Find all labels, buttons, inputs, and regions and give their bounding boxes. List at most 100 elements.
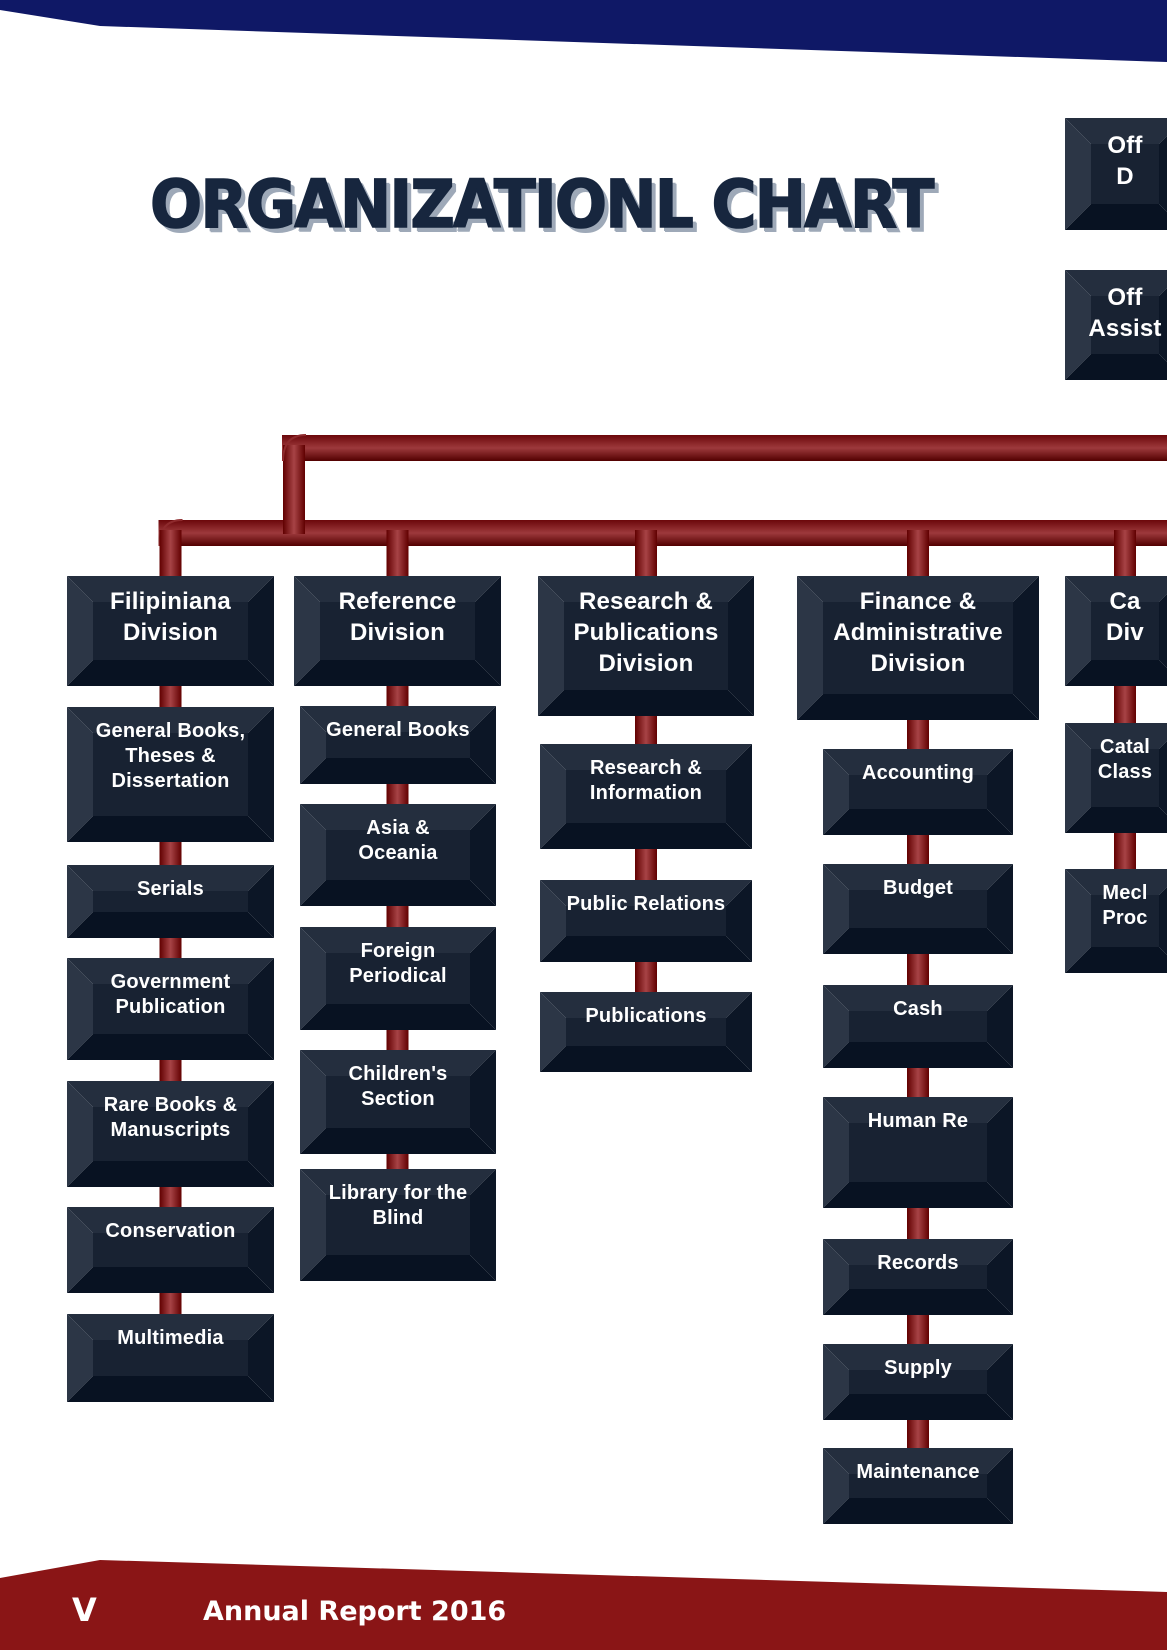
section-conservation-bottom-face (67, 1267, 274, 1293)
section-library-for-the (300, 1169, 496, 1281)
section-rare-books-left-face (67, 1081, 93, 1187)
footer-report-title: Annual Report 2016 (203, 1596, 507, 1627)
top-office-2-bottom-face (1065, 354, 1167, 380)
division-drop-1 (159, 530, 182, 580)
top-office-1-top-face (1065, 118, 1167, 144)
section-serials-label: Serials (136, 878, 204, 900)
section-public-relations-bottom-face (540, 936, 752, 962)
section-asia-label: Asia & Oceania (358, 817, 438, 865)
division-finance-top-face (797, 576, 1039, 602)
section-catal-bottom-face (1065, 807, 1167, 833)
section-rare-books-label: Rare Books & Manuscripts (103, 1094, 238, 1142)
section-human-re-top-face (823, 1097, 1013, 1123)
section-supply-front-face (849, 1370, 987, 1394)
top-office-2-left-face (1065, 270, 1091, 380)
section-supply-top-face (823, 1344, 1013, 1370)
section-rare-books-right-face (248, 1081, 274, 1187)
section-catal-top-face (1065, 723, 1167, 749)
main-rail-corner (282, 434, 307, 462)
section-multimedia-left-face (67, 1314, 93, 1402)
section-records-label: Records (877, 1252, 959, 1274)
section-general-books-right-face (248, 707, 274, 842)
section-accounting (823, 749, 1013, 835)
top-office-2 (1065, 270, 1167, 380)
section-public-relations (540, 880, 752, 962)
footer-page-number: V (72, 1591, 97, 1629)
section-conservation-left-face (67, 1207, 93, 1293)
section-government-label: Government Publication (110, 971, 231, 1019)
top-office-1 (1065, 118, 1167, 230)
section-foreign-left-face (300, 927, 326, 1030)
section-accounting-front-face (849, 775, 987, 809)
section-rare-books-top-face (67, 1081, 274, 1107)
division-filipiniana-label: Filipiniana Division (110, 588, 231, 647)
page-title: ORGANIZATIONL CHART (149, 166, 935, 243)
section-budget-bottom-face (823, 928, 1013, 954)
section-foreign-bottom-face (300, 1004, 496, 1030)
section-human-re-front-face (849, 1123, 987, 1182)
section-accounting-label: Accounting (862, 762, 974, 784)
section-budget-front-face (849, 890, 987, 928)
section-general-books-label: General Books (326, 719, 470, 741)
section-catal-right-face (1159, 741, 1167, 815)
division-ca-label: Ca Div (1106, 588, 1144, 647)
top-office-2-top-face (1065, 270, 1167, 296)
main-connector-rail (282, 435, 1167, 461)
section-publications-right-face (726, 992, 752, 1072)
top-office-1-right-face (1159, 136, 1167, 212)
section-supply-left-face (823, 1344, 849, 1420)
division-research-label: Research & Publications Division (573, 588, 719, 678)
section-library-for-the-front-face (326, 1195, 470, 1255)
section-catal (1065, 723, 1167, 833)
top-office-1-bottom-face (1065, 204, 1167, 230)
section-publications-bottom-face (540, 1046, 752, 1072)
section-rare-books-front-face (93, 1107, 248, 1161)
section-supply-right-face (987, 1344, 1013, 1420)
section-research-label: Research & Information (589, 757, 703, 805)
division-reference-right-face (475, 576, 501, 686)
section-serials-top-face (67, 865, 274, 891)
section-budget-label: Budget (882, 877, 954, 899)
section-general-books-front-face (326, 732, 470, 758)
section-general-books-front-face (93, 733, 248, 816)
division-reference (294, 576, 501, 686)
section-records-bottom-face (823, 1289, 1013, 1315)
section-human-re-label: Human Re (867, 1110, 969, 1132)
top-office-1-front-face (1091, 144, 1159, 204)
section-human-re-left-face (823, 1097, 849, 1208)
section-research-top-face (540, 744, 752, 770)
section-human-re (823, 1097, 1013, 1208)
section-library-for-the-bottom-face (300, 1255, 496, 1281)
division-research-right-face (728, 576, 754, 716)
division-drop-5 (1114, 530, 1136, 580)
top-office-2-label: Off Assist (1088, 284, 1162, 343)
section-multimedia-right-face (248, 1314, 274, 1402)
division-ca-top-face (1065, 576, 1167, 602)
section-library-for-the-left-face (300, 1169, 326, 1281)
section-maintenance (823, 1448, 1013, 1524)
section-budget-top-face (823, 864, 1013, 890)
section-catal-label: Catal Class (1097, 736, 1153, 784)
section-records-top-face (823, 1239, 1013, 1265)
division-research (538, 576, 754, 716)
division-reference-bottom-face (294, 660, 501, 686)
division-finance (797, 576, 1039, 720)
section-records-left-face (823, 1239, 849, 1315)
section-cash-right-face (987, 985, 1013, 1068)
section-children-s (300, 1050, 496, 1154)
section-catal-left-face (1065, 723, 1091, 833)
section-public-relations-left-face (540, 880, 566, 962)
section-supply (823, 1344, 1013, 1420)
section-multimedia-bottom-face (67, 1376, 274, 1402)
section-asia (300, 804, 496, 906)
division-filipiniana-front-face (93, 602, 248, 660)
section-cash-bottom-face (823, 1042, 1013, 1068)
division-filipiniana-top-face (67, 576, 274, 602)
section-serials-right-face (248, 865, 274, 938)
section-budget (823, 864, 1013, 954)
section-government-left-face (67, 958, 93, 1060)
footer-band (0, 1560, 1167, 1650)
section-public-relations-front-face (566, 906, 726, 936)
